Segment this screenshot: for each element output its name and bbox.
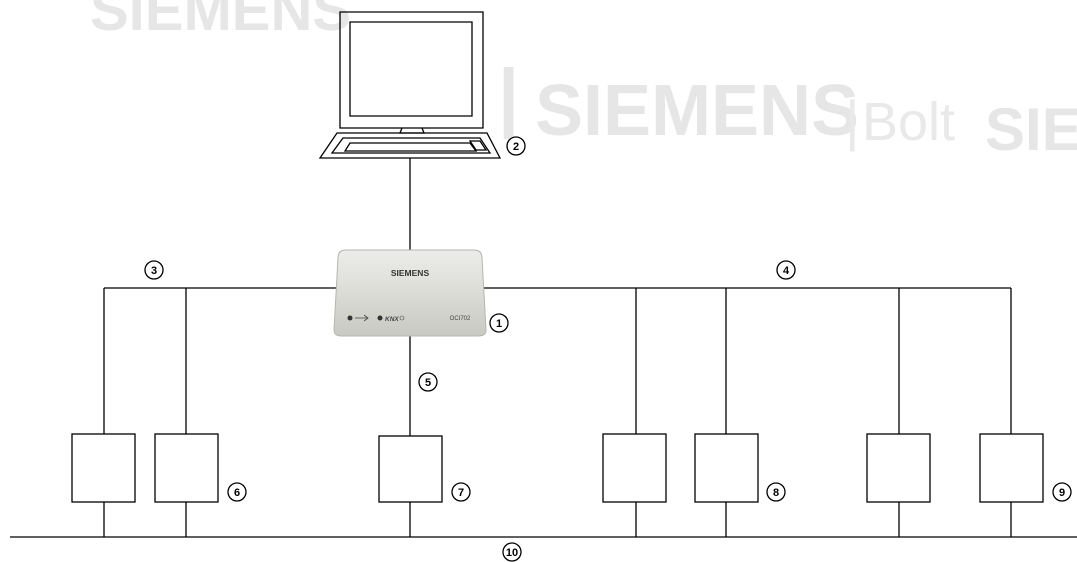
knx-port-icon — [399, 315, 405, 321]
keyboard-keys — [343, 142, 478, 152]
callout-2: 2 — [506, 136, 526, 156]
monitor-stand — [399, 127, 425, 134]
knx-port-label: KNX — [385, 316, 399, 323]
callout-7: 7 — [451, 482, 471, 502]
laptop-icon — [318, 11, 502, 159]
callout-label: 2 — [513, 141, 519, 153]
watermark-text-right: SIE — [985, 96, 1077, 163]
callout-label: 8 — [773, 487, 779, 499]
keyboard-pad — [468, 140, 488, 151]
callout-8: 8 — [766, 482, 786, 502]
keyboard-inner — [330, 137, 492, 154]
callout-label: 10 — [506, 547, 518, 559]
callout-label: 5 — [425, 377, 431, 389]
field-device-box — [694, 433, 759, 503]
field-device-box — [71, 433, 136, 503]
field-device-box — [154, 433, 219, 503]
keyboard-base — [318, 132, 502, 159]
watermark-text-center: SIEMENS — [535, 71, 859, 151]
watermark-divider: | — [498, 54, 519, 140]
knx-led-icon — [377, 315, 383, 321]
callout-label: 9 — [1059, 487, 1065, 499]
callout-9: 9 — [1052, 482, 1072, 502]
field-device-box — [378, 435, 443, 503]
field-device-box — [979, 433, 1044, 503]
callout-label: 3 — [151, 265, 157, 277]
callout-5: 5 — [418, 372, 438, 392]
oci702-interface-device: SIEMENS OCI702 KNX — [333, 249, 487, 337]
monitor-screen — [349, 21, 473, 117]
watermark-divider-2: | — [845, 89, 860, 152]
device-model-label: OCI702 — [450, 316, 471, 322]
callout-label: 7 — [458, 487, 464, 499]
callout-10: 10 — [502, 542, 522, 562]
callout-1: 1 — [489, 313, 509, 333]
callout-label: 6 — [234, 487, 240, 499]
callout-3: 3 — [144, 260, 164, 280]
callout-label: 1 — [496, 318, 502, 330]
device-brand-label: SIEMENS — [391, 268, 430, 278]
watermark-text-bolt: Bolt — [862, 92, 955, 152]
field-device-box — [602, 433, 667, 503]
callout-4: 4 — [776, 260, 796, 280]
callout-6: 6 — [227, 482, 247, 502]
watermark-text-left: SIEMENS — [90, 0, 351, 43]
field-device-box — [866, 433, 931, 503]
watermark: SIEMENS SIEMENS Bolt SIE | | — [90, 0, 1077, 163]
usb-led-icon — [347, 315, 353, 321]
usb-icon — [355, 314, 369, 322]
monitor-frame — [339, 11, 484, 129]
callout-label: 4 — [783, 265, 790, 277]
device-body — [333, 249, 487, 337]
